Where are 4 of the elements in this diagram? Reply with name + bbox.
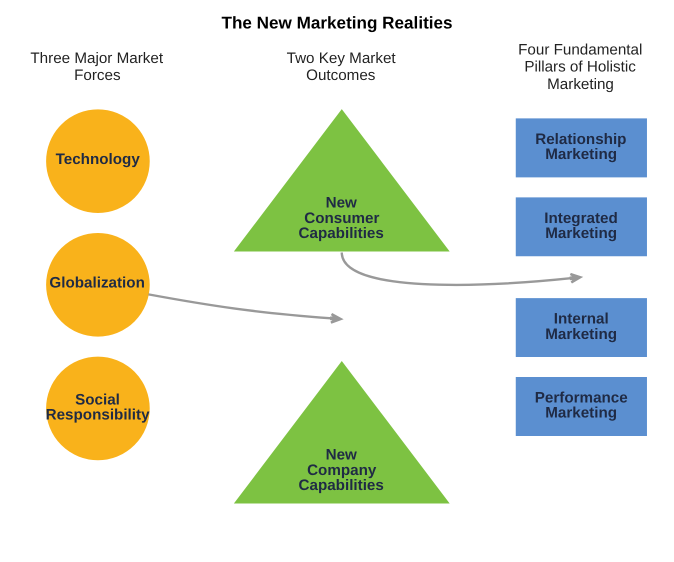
label: Two Key Market Outcomes: [286, 50, 396, 84]
diagram-title: The New Marketing Realities: [221, 13, 452, 32]
label: Four Fundamental Pillars of Holistic Marketing: [518, 42, 642, 93]
label: Three Major Market Forces: [30, 50, 163, 84]
